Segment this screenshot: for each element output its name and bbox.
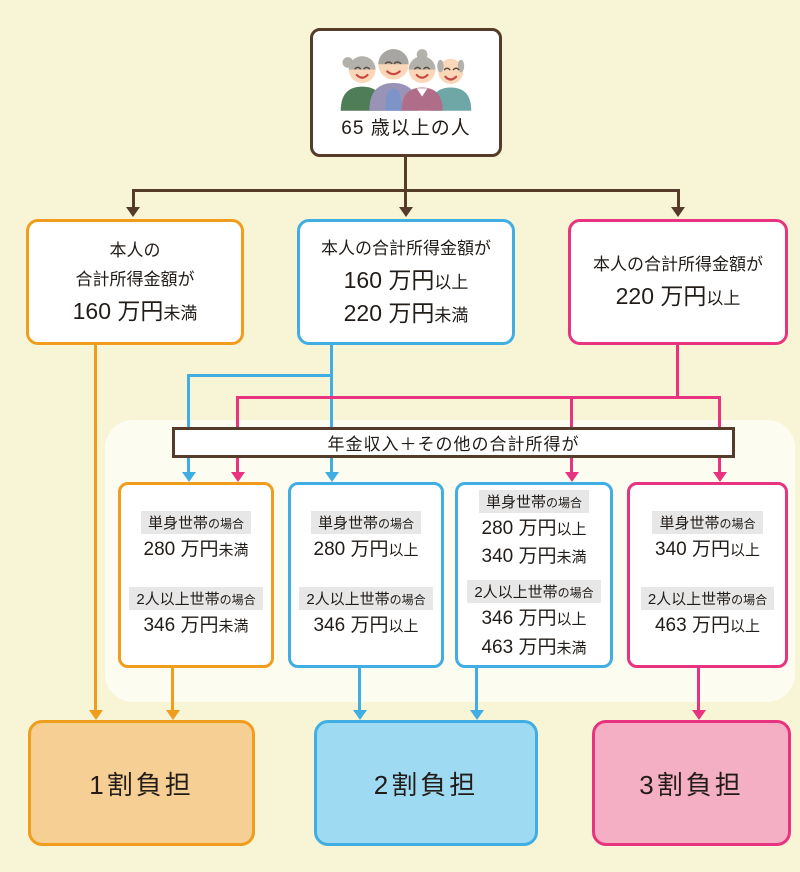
arrow-pink-to-box1-icon [231,472,245,482]
arrow-brown-right-icon [671,207,685,217]
income-box-160-220: 本人の合計所得金額が 160 万円以上 220 万円未満 [297,219,515,345]
connector-blue-branch-v [187,374,190,473]
connector-root-left-drop [132,189,135,207]
multi-household-tag: 2人以上世帯の場合 [467,580,601,603]
elderly-people-illustration [340,49,472,111]
income-box-over-220-head: 本人の合計所得金額が [593,255,763,275]
connector-root-stem [404,157,407,207]
result-box-10-percent: 1割負担 [28,720,255,846]
arrow-pink-to-box3-icon [565,472,579,482]
arrow-brown-left-icon [126,207,140,217]
multi-household-tag: 2人以上世帯の場合 [129,587,263,610]
result-box-30-percent-label: 3割負担 [639,769,744,800]
root-box-over65: 65 歳以上の人 [310,28,502,157]
multi-household-tag: 2人以上世帯の場合 [640,587,775,610]
household-box-1-single: 単身世帯の場合 280 万円未満 [140,511,252,563]
household-box-4-single: 単身世帯の場合 340 万円以上 [652,511,763,563]
household-box-1-multi: 2人以上世帯の場合 346 万円未満 [129,587,263,639]
connector-orange-direct [94,345,97,710]
single-household-tag: 単身世帯の場合 [652,511,763,535]
arrow-blue-to-box1-icon [182,472,196,482]
connector-box4-result [697,668,700,710]
single-household-tag: 単身世帯の場合 [140,511,252,535]
household-box-3: 単身世帯の場合 280 万円以上 340 万円未満 2人以上世帯の場合 346 … [455,482,613,668]
multi-household-tag: 2人以上世帯の場合 [299,587,433,610]
pension-income-band: 年金収入＋その他の合計所得が [172,427,735,458]
result-box-20-percent-label: 2割負担 [373,769,479,800]
connector-box1-result [171,668,174,710]
income-box-over-220-amount: 220 万円以上 [615,283,741,310]
income-box-160-220-head: 本人の合計所得金額が [321,238,491,258]
connector-root-right-drop [677,189,680,207]
income-box-under-160-line1: 本人の [109,240,161,260]
pension-income-band-label: 年金収入＋その他の合計所得が [327,435,580,454]
connector-root-spread [132,189,680,192]
arrow-box2-result-icon [353,710,367,720]
household-box-2-multi: 2人以上世帯の場合 346 万円以上 [299,587,433,639]
household-box-3-multi: 2人以上世帯の場合 346 万円以上 463 万円未満 [467,580,601,660]
income-box-over-220: 本人の合計所得金額が 220 万円以上 [568,219,788,345]
root-box-label: 65 歳以上の人 [341,118,471,139]
result-box-30-percent: 3割負担 [592,720,791,846]
connector-blue-main [330,345,333,473]
household-box-4: 単身世帯の場合 340 万円以上 2人以上世帯の場合 463 万円以上 [627,482,788,668]
connector-pink-spread [236,396,721,399]
arrow-orange-direct-icon [89,710,103,720]
connector-pink-stem [676,345,679,399]
household-box-1: 単身世帯の場合 280 万円未満 2人以上世帯の場合 346 万円未満 [118,482,274,668]
arrow-pink-to-box4-icon [713,472,727,482]
arrow-brown-middle-icon [399,207,413,217]
connector-box2-result [358,668,361,710]
household-box-4-multi: 2人以上世帯の場合 463 万円以上 [640,587,775,639]
arrow-blue-to-box2-icon [325,472,339,482]
household-box-2-single: 単身世帯の場合 280 万円以上 [310,511,422,563]
income-box-160-220-amount1: 160 万円以上 [343,266,469,293]
income-box-under-160-amount: 160 万円未満 [72,298,198,325]
single-household-tag: 単身世帯の場合 [478,489,590,513]
income-box-under-160: 本人の 合計所得金額が 160 万円未満 [26,219,244,345]
connector-blue-branch-h [187,374,333,377]
arrow-box1-result-icon [166,710,180,720]
household-box-2: 単身世帯の場合 280 万円以上 2人以上世帯の場合 346 万円以上 [288,482,444,668]
household-box-3-single: 単身世帯の場合 280 万円以上 340 万円未満 [478,489,590,570]
arrow-box3-result-icon [470,710,484,720]
arrow-box4-result-icon [692,710,706,720]
single-household-tag: 単身世帯の場合 [310,511,422,535]
connector-box3-result [475,668,478,710]
income-box-160-220-amount2: 220 万円未満 [343,299,469,326]
income-box-under-160-line2: 合計所得金額が [75,270,195,290]
result-box-20-percent: 2割負担 [314,720,538,846]
result-box-10-percent-label: 1割負担 [89,769,194,800]
